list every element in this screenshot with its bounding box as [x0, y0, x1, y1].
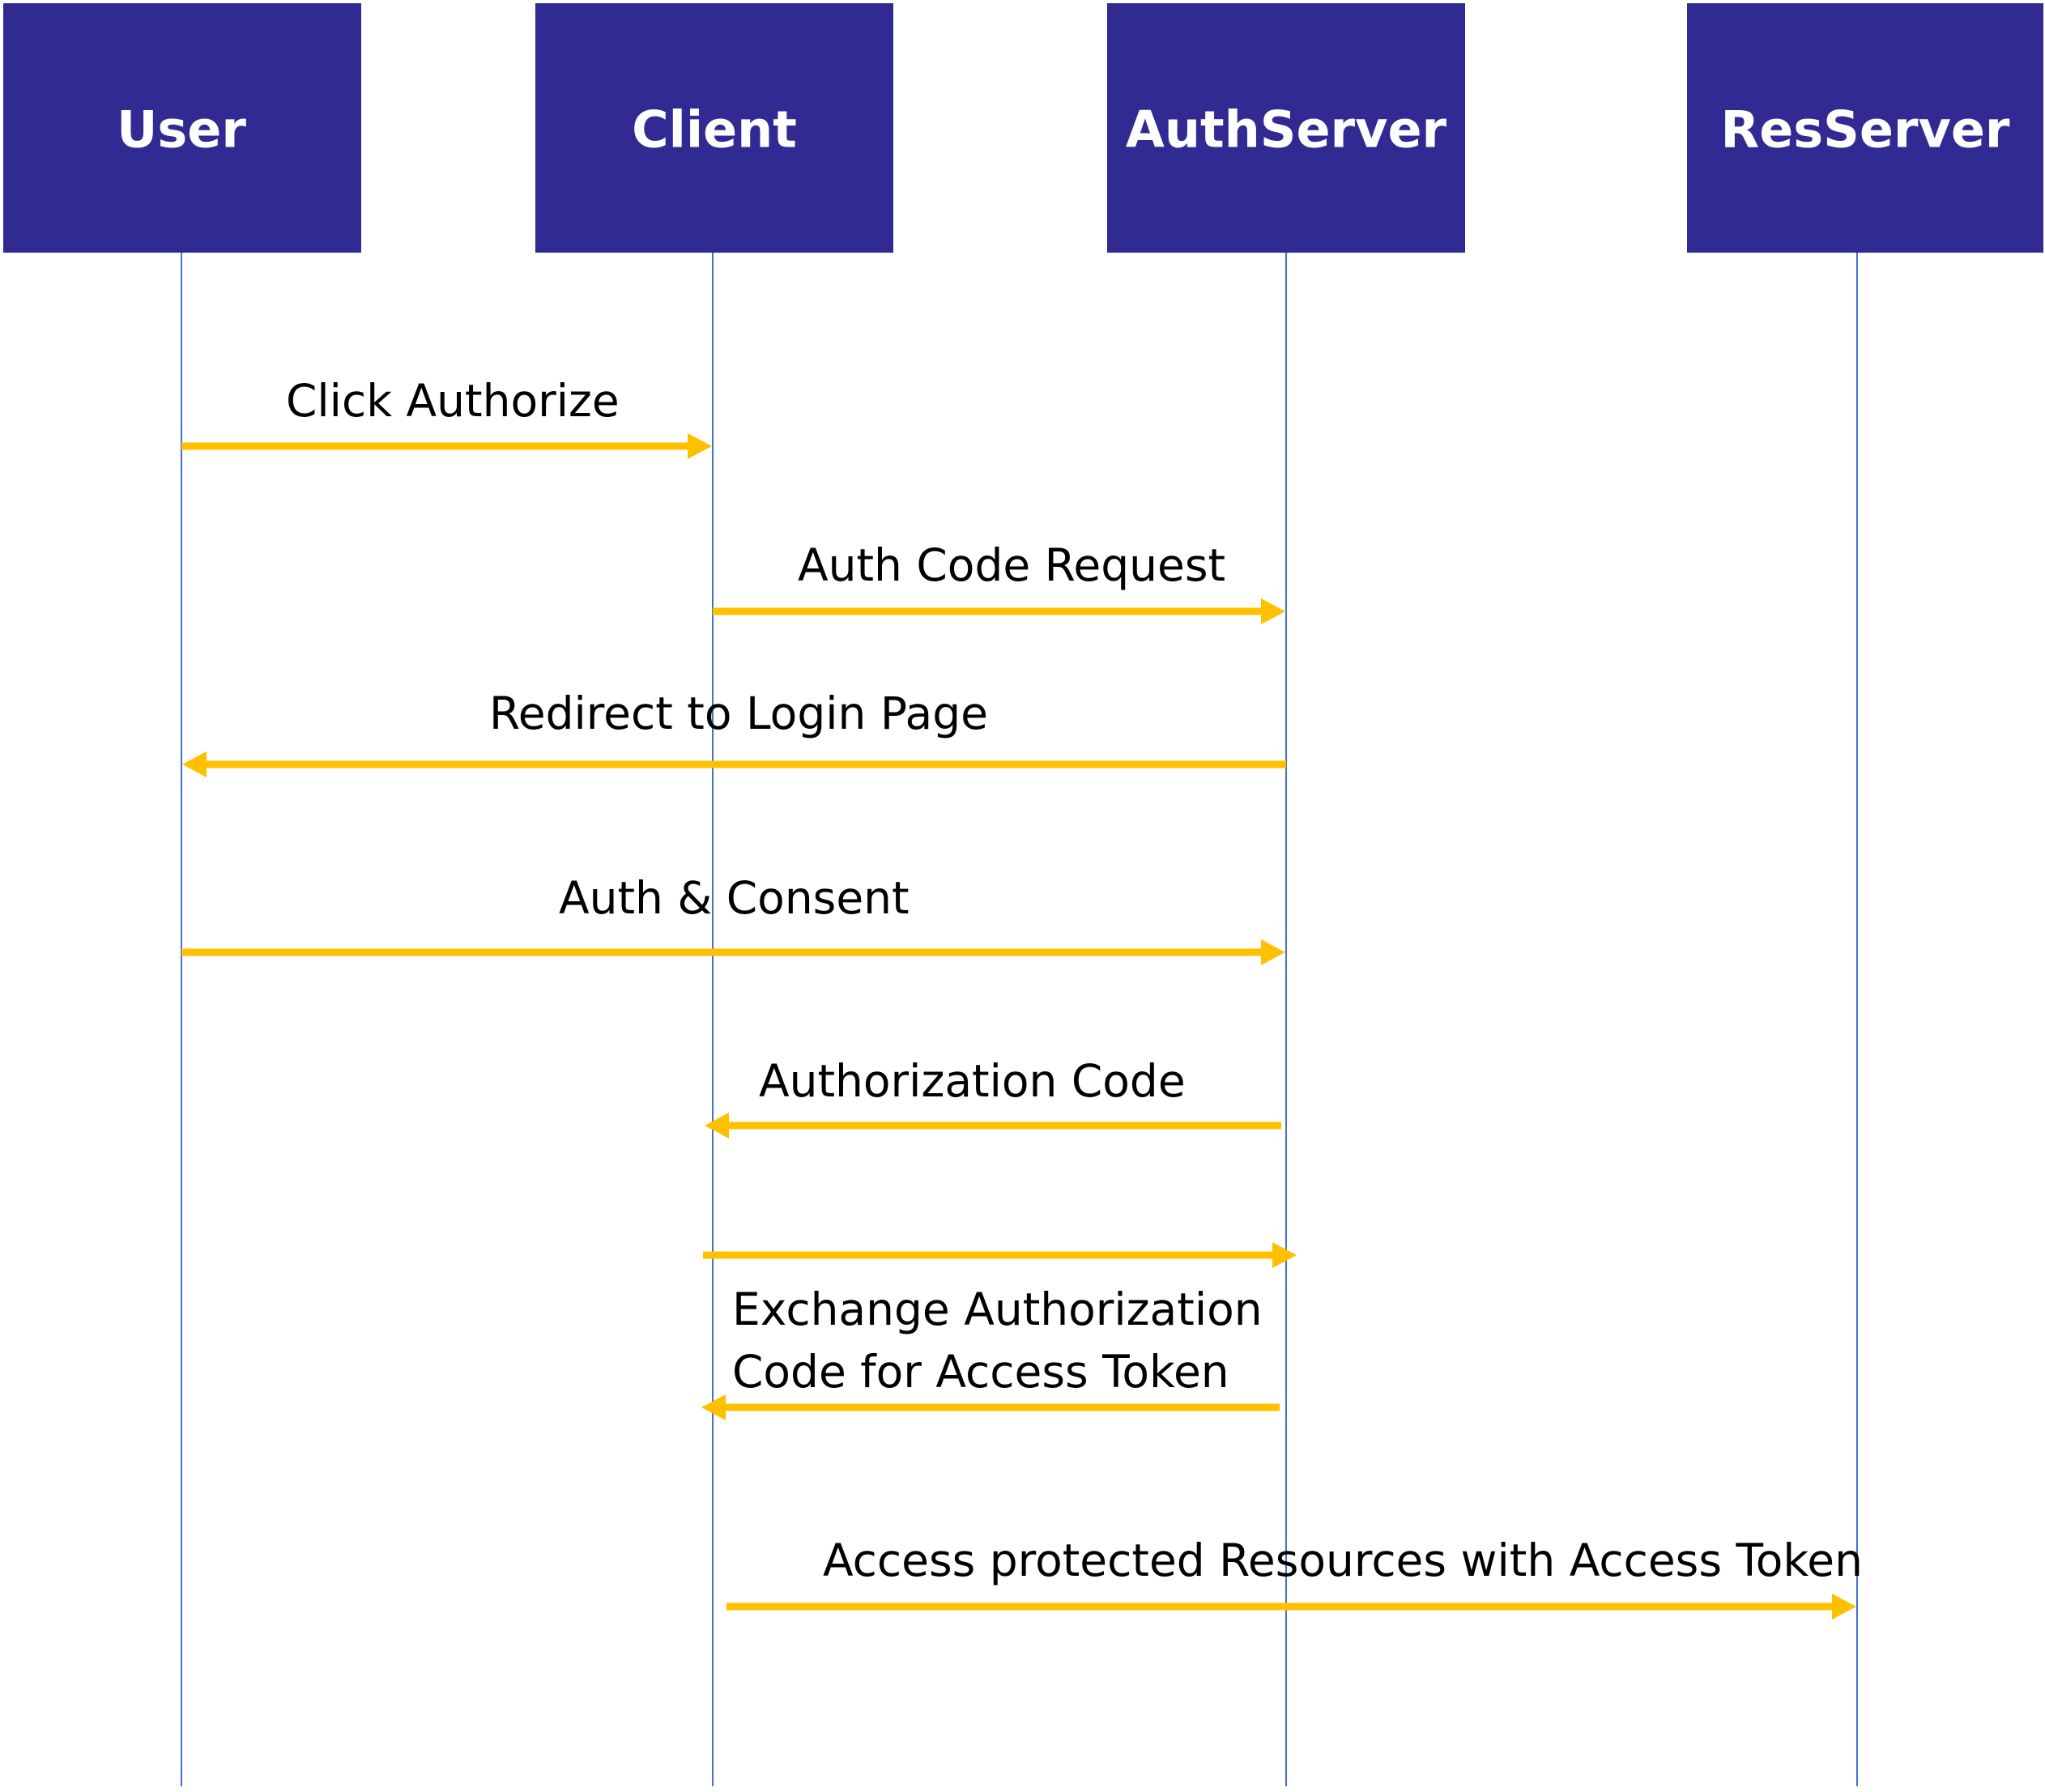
message-label: Auth & Consent	[559, 872, 910, 924]
message-label: Redirect to Login Page	[489, 687, 988, 739]
message-redirect-to-login: Redirect to Login Page	[182, 687, 1286, 777]
actor-user: User	[3, 3, 361, 253]
actor-client-box	[535, 3, 893, 253]
arrowhead-right	[1261, 598, 1285, 624]
message-access-resources: Access protected Resources with Access T…	[726, 1534, 1863, 1620]
arrowhead-right	[1272, 1242, 1297, 1268]
message-auth-code-request: Auth Code Request	[713, 539, 1285, 624]
arrowhead-right	[1832, 1594, 1856, 1620]
actor-client-label: Client	[632, 100, 797, 160]
actor-resserver: ResServer	[1687, 3, 2043, 253]
message-auth-consent: Auth & Consent	[181, 872, 1285, 965]
arrowhead-left	[705, 1113, 729, 1139]
arrowhead-left	[701, 1394, 726, 1420]
message-label: Authorization Code	[759, 1055, 1186, 1107]
actor-authserver: AuthServer	[1107, 3, 1465, 253]
actor-authserver-box	[1107, 3, 1465, 253]
message-label-line-2: Code for Access Token	[732, 1346, 1229, 1398]
actor-resserver-box	[1687, 3, 2043, 253]
arrowhead-right	[688, 433, 712, 459]
actor-user-box	[3, 3, 361, 253]
actor-user-label: User	[117, 100, 246, 160]
message-click-authorize: Click Authorize	[181, 375, 712, 459]
actor-authserver-label: AuthServer	[1126, 100, 1447, 160]
message-token-request	[703, 1242, 1297, 1268]
message-label: Auth Code Request	[798, 539, 1225, 591]
actor-client: Client	[535, 3, 893, 253]
message-authorization-code: Authorization Code	[705, 1055, 1281, 1139]
arrowhead-left	[182, 751, 207, 777]
message-label: Access protected Resources with Access T…	[823, 1534, 1863, 1586]
actor-resserver-label: ResServer	[1720, 100, 2009, 160]
arrowhead-right	[1261, 939, 1285, 965]
message-label: Click Authorize	[286, 375, 620, 427]
message-label-line-1: Exchange Authorization	[732, 1283, 1263, 1335]
